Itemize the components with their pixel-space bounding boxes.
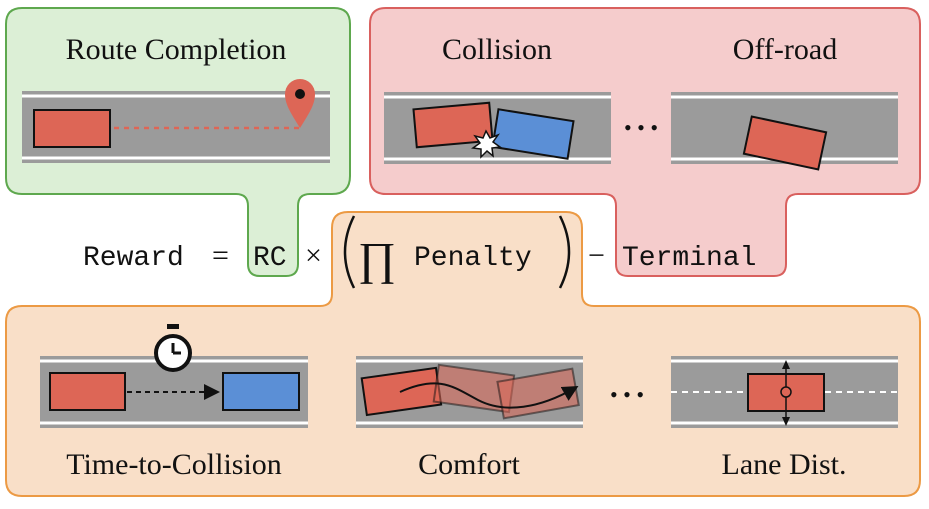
other-car-collision [491, 108, 575, 160]
penalty-panel: Time-to-Collision Comfort • • • Lane Dis… [5, 211, 921, 497]
formula-penalty: Penalty [414, 243, 532, 274]
formula-product: ∏ [358, 233, 396, 284]
ttc-lead-car [222, 372, 300, 411]
terminal-ellipsis: • • • [624, 115, 658, 140]
comfort-label: Comfort [418, 448, 520, 481]
formula-terminal: Terminal [622, 243, 756, 274]
formula-right-paren [558, 215, 571, 289]
ego-car [33, 109, 111, 148]
terminal-panel: Collision Off-road • • • [369, 7, 921, 277]
crash-icon [471, 129, 502, 159]
lane-distance-marker [780, 360, 792, 426]
offroad-label: Off-road [733, 33, 837, 66]
route-completion-title: Route Completion [66, 33, 287, 66]
ego-car-collision [412, 101, 494, 149]
route-completion-panel: Route Completion [5, 7, 351, 277]
formula-equals: = [212, 239, 229, 272]
offroad-car [742, 115, 828, 171]
ttc-ego-car [49, 372, 126, 411]
collision-label: Collision [442, 33, 552, 66]
comfort-trajectory [399, 382, 579, 409]
goal-pin-icon [285, 79, 315, 128]
formula-left-paren [343, 215, 356, 289]
formula-minus: − [588, 239, 605, 272]
stopwatch-icon [154, 324, 192, 372]
ttc-label: Time-to-Collision [66, 448, 282, 481]
penalty-ellipsis: • • • [610, 382, 644, 407]
formula-rc: RC [253, 243, 287, 274]
formula-times: × [305, 239, 322, 272]
lane-dist-label: Lane Dist. [722, 448, 847, 481]
reward-formula: Reward = RC × ∏ Penalty − Terminal [83, 215, 756, 289]
formula-reward: Reward [83, 243, 184, 274]
